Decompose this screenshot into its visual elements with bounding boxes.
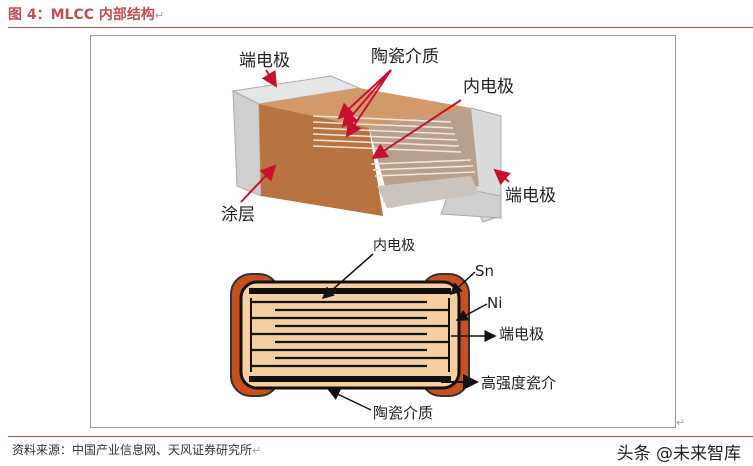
cavity-floor (377, 176, 479, 208)
cutaway-3d-chip (231, 75, 502, 223)
arrow-end-electrode-right (493, 168, 511, 186)
label-inner-electrode-bottom: 内电极 (373, 238, 415, 254)
arrow-ceramic-dielectric-bottom (327, 389, 372, 411)
electrode-layers (251, 300, 449, 368)
arrow-dielectric-1 (337, 69, 392, 120)
bottom-band (249, 376, 451, 382)
source-return-mark: ↵ (252, 444, 262, 457)
label-inner-electrode-top: 内电极 (463, 77, 514, 97)
cross-section-chip (230, 273, 470, 397)
label-ceramic-dielectric-top: 陶瓷介质 (371, 47, 439, 67)
source-note: 资料来源：中国产业信息网、天风证券研究所↵ (12, 441, 261, 458)
return-mark: ↵ (154, 9, 165, 22)
label-sn: Sn (475, 262, 494, 280)
label-end-electrode-right: 端电极 (505, 186, 556, 206)
label-ni: Ni (487, 294, 502, 312)
label-ceramic-dielectric-bottom: 陶瓷介质 (373, 404, 433, 422)
arrow-inner-electrode-bottom (321, 253, 374, 299)
arrow-dielectric-3 (345, 69, 392, 138)
frame-return-mark: ↵ (676, 416, 686, 429)
label-high-strength-ceramic: 高强度瓷介 (481, 374, 556, 392)
label-end-electrode-top: 端电极 (239, 51, 290, 71)
arrow-coating (240, 164, 277, 203)
arrow-sn (449, 271, 476, 296)
label-coating: 涂层 (221, 205, 255, 225)
arrow-end-electrode-top (261, 69, 278, 88)
arrow-dielectric-2 (341, 69, 392, 128)
left-terminal-face (232, 90, 262, 197)
figure-frame: 端电极 陶瓷介质 内电极 涂层 端电极 (90, 35, 676, 428)
arrow-inner-electrode-top (371, 99, 462, 160)
label-end-electrode-bottom: 端电极 (499, 325, 544, 343)
source-text: 资料来源：中国产业信息网、天风证券研究所 (12, 443, 253, 457)
inner-layers (312, 115, 476, 177)
bottom-rule (8, 436, 753, 437)
figure-title-text: 图 4：MLCC 内部结构 (8, 7, 155, 23)
arrow-ni (455, 303, 488, 321)
figure-title: 图 4：MLCC 内部结构↵ (8, 4, 164, 24)
watermark: 头条 @未来智库 (616, 444, 741, 464)
top-rule (8, 27, 753, 28)
top-band (249, 288, 451, 294)
mlcc-diagram: 端电极 陶瓷介质 内电极 涂层 端电极 (221, 47, 556, 422)
